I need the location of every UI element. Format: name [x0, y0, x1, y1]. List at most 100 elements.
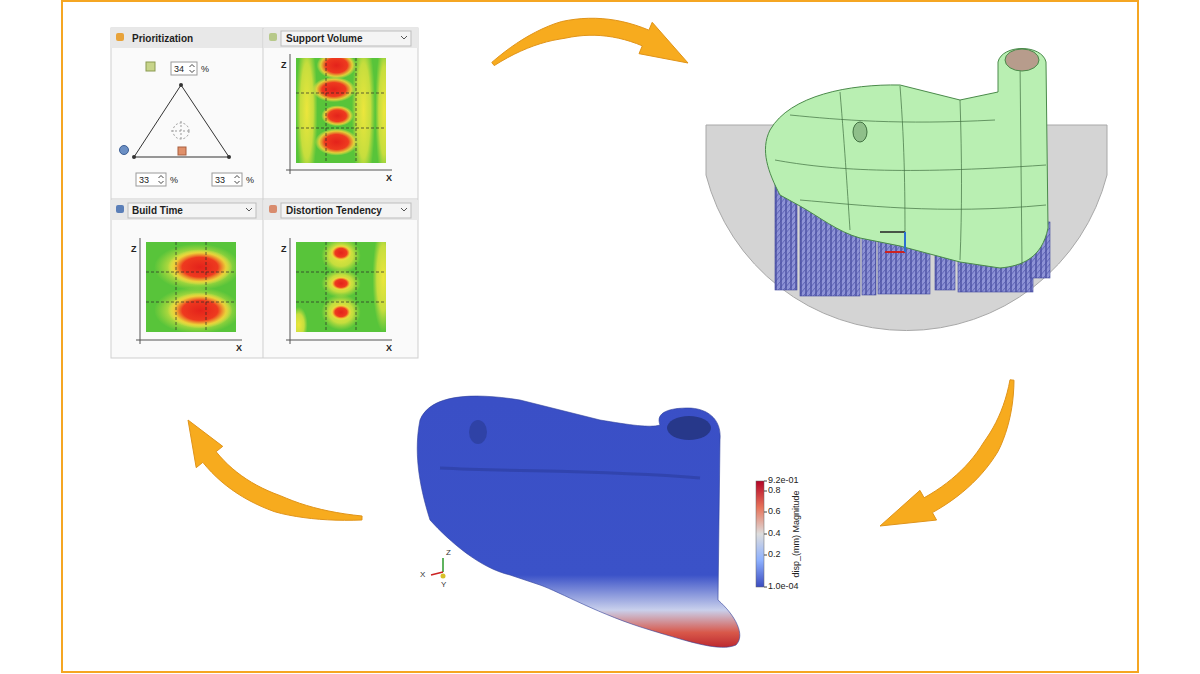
scale-value: 1.0e-04	[768, 581, 799, 591]
software-panel-part	[111, 200, 263, 220]
software-panel-part	[264, 28, 418, 48]
software-panel-part	[401, 208, 407, 211]
spin-value: 33	[139, 175, 149, 185]
part-with-supports	[706, 49, 1107, 331]
spin-value: %	[201, 64, 209, 74]
priority-panel: Prioritization34%33%33%	[111, 28, 263, 198]
software-panel-part	[111, 28, 263, 48]
heat-map-panel: Support VolumeZ X	[264, 28, 418, 198]
software-panel-part	[190, 70, 195, 73]
software-panel-part	[296, 242, 386, 332]
software-panel-part	[111, 199, 418, 200]
software-panel-part	[264, 200, 418, 220]
software-panel-part	[290, 238, 291, 344]
part-with-supports-part	[1020, 60, 1022, 265]
software-panel-part	[111, 28, 418, 358]
axis-label: X	[386, 343, 392, 353]
software-panel-part	[375, 58, 386, 163]
software-panel-part	[146, 272, 236, 273]
displacement-plot-part	[764, 534, 767, 535]
part-with-supports-part	[800, 200, 1046, 209]
software-panel-part	[286, 170, 392, 171]
software-panel-part	[296, 128, 386, 129]
software-panel	[111, 28, 418, 358]
displacement-plot-part	[440, 468, 700, 478]
cycle-arrow-part	[492, 18, 688, 65]
software-panel-part	[159, 181, 164, 184]
software-panel-part	[134, 85, 229, 157]
part-with-supports-part	[853, 122, 867, 142]
displacement-plot-part	[667, 416, 711, 440]
software-panel-part	[132, 155, 136, 159]
scale-value: 0.4	[768, 528, 781, 538]
displacement-plot-part	[417, 396, 740, 647]
software-panel-part	[168, 292, 233, 328]
software-panel-part	[296, 272, 386, 273]
software-panel-part	[281, 31, 411, 46]
spin-value: 34	[174, 64, 184, 74]
software-panel-part	[315, 128, 358, 155]
part-with-supports-part	[790, 115, 995, 122]
panel-title: Support Volume	[286, 33, 362, 45]
displacement-plot-part	[764, 481, 767, 482]
software-panel-part	[171, 131, 191, 132]
software-panel-part	[373, 242, 387, 332]
part-with-supports-part	[765, 49, 1048, 269]
software-panel-part	[168, 249, 233, 285]
software-panel-part	[321, 294, 361, 330]
software-panel-part	[269, 33, 277, 41]
software-panel-part	[154, 244, 236, 291]
axis-label: Y	[441, 580, 446, 589]
software-panel-part	[176, 242, 177, 332]
software-panel-part	[296, 242, 386, 332]
part-with-supports-part	[885, 251, 905, 253]
software-panel-part	[136, 173, 166, 186]
software-panel-part	[326, 58, 327, 163]
axis-label: Z	[131, 244, 137, 254]
part-with-supports-part	[904, 232, 906, 252]
part-with-supports-part	[840, 92, 850, 230]
heat-map-panel: Distortion TendencyZX	[264, 200, 418, 358]
software-panel-part	[296, 302, 386, 303]
heat-map	[286, 32, 393, 190]
software-panel-part	[326, 242, 327, 332]
software-panel-part	[116, 205, 124, 213]
spin-value: %	[246, 175, 254, 185]
software-panel-part	[321, 242, 361, 274]
axis-label: X	[386, 173, 392, 183]
displacement-plot-part	[442, 558, 444, 572]
panel-title: Prioritization	[132, 33, 193, 45]
software-panel-part	[296, 58, 386, 163]
panel-title: Build Time	[132, 205, 183, 217]
displacement-plot	[417, 396, 767, 647]
software-panel-part	[281, 203, 411, 218]
displacement-plot-part	[764, 587, 767, 588]
displacement-plot-part	[764, 491, 767, 492]
scale-value: 9.2e-01	[768, 475, 799, 485]
axis-label: Z	[281, 60, 287, 70]
software-panel-part	[146, 62, 155, 71]
software-panel-part	[286, 340, 392, 341]
part-with-supports-part	[880, 231, 905, 233]
software-panel-part	[330, 245, 352, 261]
color-bar: 9.2e-010.80.60.40.21.0e-04disp_(mm) Magn…	[700, 466, 810, 600]
panel-title: Distortion Tendency	[286, 205, 382, 217]
software-panel-part	[171, 62, 197, 75]
scale-title: disp_(mm) Magnitude	[791, 490, 801, 577]
spin-value: 33	[215, 175, 225, 185]
software-panel-part	[290, 54, 291, 174]
software-panel-part	[120, 146, 129, 155]
heat-map	[136, 238, 242, 344]
software-panel-part	[140, 238, 141, 344]
software-panel-part	[263, 28, 264, 358]
part-with-supports-part	[900, 86, 905, 245]
software-panel-part	[296, 58, 318, 163]
software-panel-part	[296, 93, 386, 94]
part-with-supports-part	[775, 160, 1046, 170]
software-panel-part	[246, 208, 252, 211]
displacement-plot-part	[764, 555, 767, 556]
software-panel-part	[146, 242, 236, 332]
axis-label: X	[236, 343, 242, 353]
part-with-supports-part	[1005, 49, 1039, 71]
axis-label: Z	[446, 548, 451, 557]
